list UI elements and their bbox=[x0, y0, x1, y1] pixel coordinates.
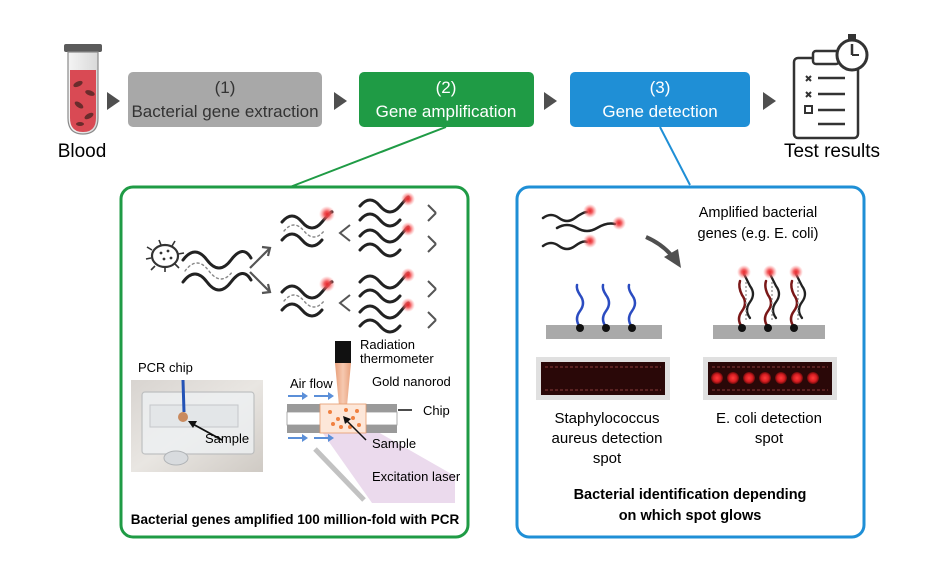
blood-tube-icon bbox=[64, 44, 102, 135]
stopwatch-icon bbox=[835, 34, 869, 72]
blood-label: Blood bbox=[58, 141, 107, 162]
bacterium-icon bbox=[145, 239, 185, 272]
test-results-label: Test results bbox=[784, 141, 880, 162]
ecoli-detection-spot-image bbox=[703, 357, 837, 400]
radiation-label: Radiation bbox=[360, 337, 415, 352]
flow-arrow-icon bbox=[544, 92, 557, 110]
thermometer-label: thermometer bbox=[360, 351, 434, 366]
step-2-number: (2) bbox=[436, 78, 457, 97]
ecoli-spot-label-2: spot bbox=[755, 430, 784, 447]
air-flow-arrows bbox=[288, 392, 334, 442]
step-2-label: Gene amplification bbox=[376, 102, 517, 121]
flow-arrow-icon bbox=[334, 92, 347, 110]
amplified-genes-label-2: genes (e.g. E. coli) bbox=[698, 226, 819, 242]
staph-detection-spot-image bbox=[536, 357, 670, 400]
step-1-number: (1) bbox=[215, 78, 236, 97]
step-2-box: (2) Gene amplification bbox=[359, 72, 534, 127]
gold-nanorod-label: Gold nanorod bbox=[372, 374, 451, 389]
radiation-thermometer-icon bbox=[335, 341, 351, 363]
amplification-caption: Bacterial genes amplified 100 million-fo… bbox=[131, 512, 460, 527]
sample-label-2: Sample bbox=[372, 436, 416, 451]
staph-spot-label-1: Staphylococcus bbox=[554, 410, 659, 427]
air-flow-label: Air flow bbox=[290, 376, 333, 391]
flow-arrow-icon bbox=[107, 92, 120, 110]
branch-arrow-icon bbox=[427, 204, 437, 329]
infrared-beam bbox=[335, 363, 351, 406]
detection-caption-1: Bacterial identification depending bbox=[574, 487, 807, 503]
amplified-genes-label-1: Amplified bacterial bbox=[699, 205, 817, 221]
dna-double-strand bbox=[181, 250, 253, 292]
flow-arrow-icon bbox=[763, 92, 776, 110]
pcr-chip-label: PCR chip bbox=[138, 360, 193, 375]
chip-cross-section bbox=[286, 403, 398, 434]
detection-caption-2: on which spot glows bbox=[619, 508, 762, 524]
staph-spot-label-3: spot bbox=[593, 450, 622, 467]
ecoli-spot-label-1: E. coli detection bbox=[716, 410, 822, 427]
fluorescent-probe-icon bbox=[319, 276, 335, 292]
branch-arrow-icon bbox=[249, 245, 272, 295]
connector-detection bbox=[659, 126, 691, 186]
step-1-box: (1) Bacterial gene extraction bbox=[128, 72, 322, 127]
detection-panel bbox=[515, 185, 866, 539]
step-1-label: Bacterial gene extraction bbox=[131, 102, 318, 121]
sample-label: Sample bbox=[205, 431, 249, 446]
laser-beam bbox=[322, 432, 455, 503]
step-3-label: Gene detection bbox=[602, 102, 717, 121]
branch-arrow-icon bbox=[338, 224, 351, 312]
fluorescent-probe-icon bbox=[319, 206, 335, 222]
excitation-laser-label: Excitation laser bbox=[372, 469, 461, 484]
ecoli-probe-surface bbox=[713, 265, 825, 339]
laser-guide bbox=[313, 447, 366, 502]
staph-spot-label-2: aureus detection bbox=[552, 430, 663, 447]
amplified-genes bbox=[541, 210, 617, 251]
sample-pointer-arrow bbox=[190, 422, 223, 441]
step-3-number: (3) bbox=[650, 78, 671, 97]
step-3-box: (3) Gene detection bbox=[570, 72, 750, 127]
staph-probe-surface bbox=[546, 283, 662, 339]
connector-amplification bbox=[289, 126, 447, 188]
fluorescent-probes bbox=[401, 192, 415, 312]
chip-label: Chip bbox=[423, 403, 450, 418]
test-results-clipboard-icon bbox=[792, 49, 860, 140]
